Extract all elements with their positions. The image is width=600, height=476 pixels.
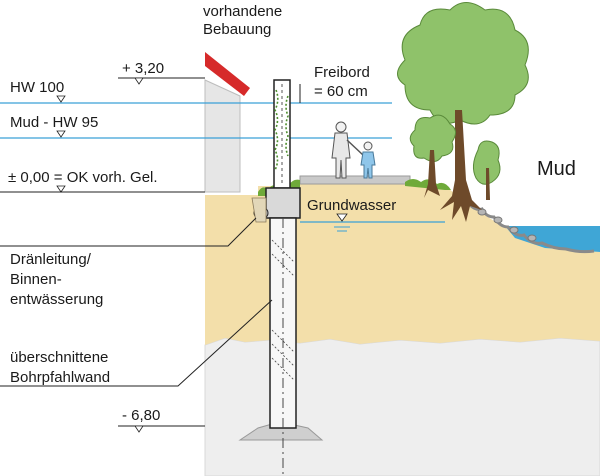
drain-label-line3: entwässerung [10, 291, 103, 308]
freibord-label-line2: = 60 cm [314, 83, 368, 100]
big-tree-trunk [440, 110, 482, 222]
pile-leader [0, 299, 273, 387]
level-markers [56, 77, 144, 433]
river-water [505, 226, 600, 252]
river-label: Mud [537, 158, 576, 180]
pile-label-line1: überschnittene [10, 349, 108, 366]
hw100-triangle [56, 95, 66, 103]
zero-level-label: ± 0,00 = OK vorh. Gel. [8, 169, 158, 186]
building-wall [204, 79, 241, 193]
pile-label-line2: Bohrpfahlwand [10, 369, 110, 386]
plus-level-label: + 3,20 [122, 60, 164, 77]
flood-wall [251, 79, 301, 476]
groundwater-triangle [336, 213, 348, 222]
adult-arm [346, 139, 364, 156]
sand-layer [205, 182, 600, 345]
stones-detail [477, 208, 537, 242]
small-tree-right-trunk [486, 168, 490, 200]
drain-label-line1: Dränleitung/ [10, 251, 92, 268]
water-level-lines [0, 102, 445, 223]
small-tree-right [472, 140, 501, 185]
leader-lines [0, 84, 301, 387]
hw95-triangle [56, 130, 66, 138]
zero-level-triangle [56, 185, 66, 193]
pile-hatch [271, 239, 295, 381]
hw95-label: Mud - HW 95 [10, 114, 98, 131]
groundwater-marker [334, 213, 350, 232]
building-label-line1: vorhandene [203, 3, 282, 20]
text-labels: vorhandene Bebauung + 3,20 HW 100 Mud - … [8, 3, 576, 424]
wall-ivy [274, 89, 289, 171]
minus-level-label: - 6,80 [122, 407, 160, 424]
adult-body [331, 132, 351, 179]
child-body [360, 151, 376, 179]
small-tree-left [409, 114, 456, 162]
drain-label-line2: Binnen- [10, 271, 62, 288]
adult-head [335, 121, 347, 133]
people-figures [331, 121, 376, 179]
small-tree-left-trunk [424, 150, 440, 198]
plus-level-triangle [134, 77, 144, 85]
child-head [363, 141, 373, 151]
groundwater-label: Grundwasser [307, 197, 396, 214]
path-surface [299, 175, 411, 185]
big-tree-crown [397, 2, 529, 125]
building-roof [205, 52, 250, 96]
wall-cap-beam [265, 187, 301, 219]
trees [397, 2, 529, 222]
freibord-label-line1: Freibord [314, 64, 370, 81]
drain-leader [0, 217, 257, 247]
drain-gravel [251, 197, 267, 223]
ground-layers [204, 175, 600, 476]
reference-lines [0, 77, 205, 427]
minus-level-triangle [134, 425, 144, 433]
existing-building [204, 52, 250, 193]
bedrock-layer [204, 337, 600, 476]
hw100-label: HW 100 [10, 79, 64, 96]
building-label-line2: Bebauung [203, 21, 271, 38]
